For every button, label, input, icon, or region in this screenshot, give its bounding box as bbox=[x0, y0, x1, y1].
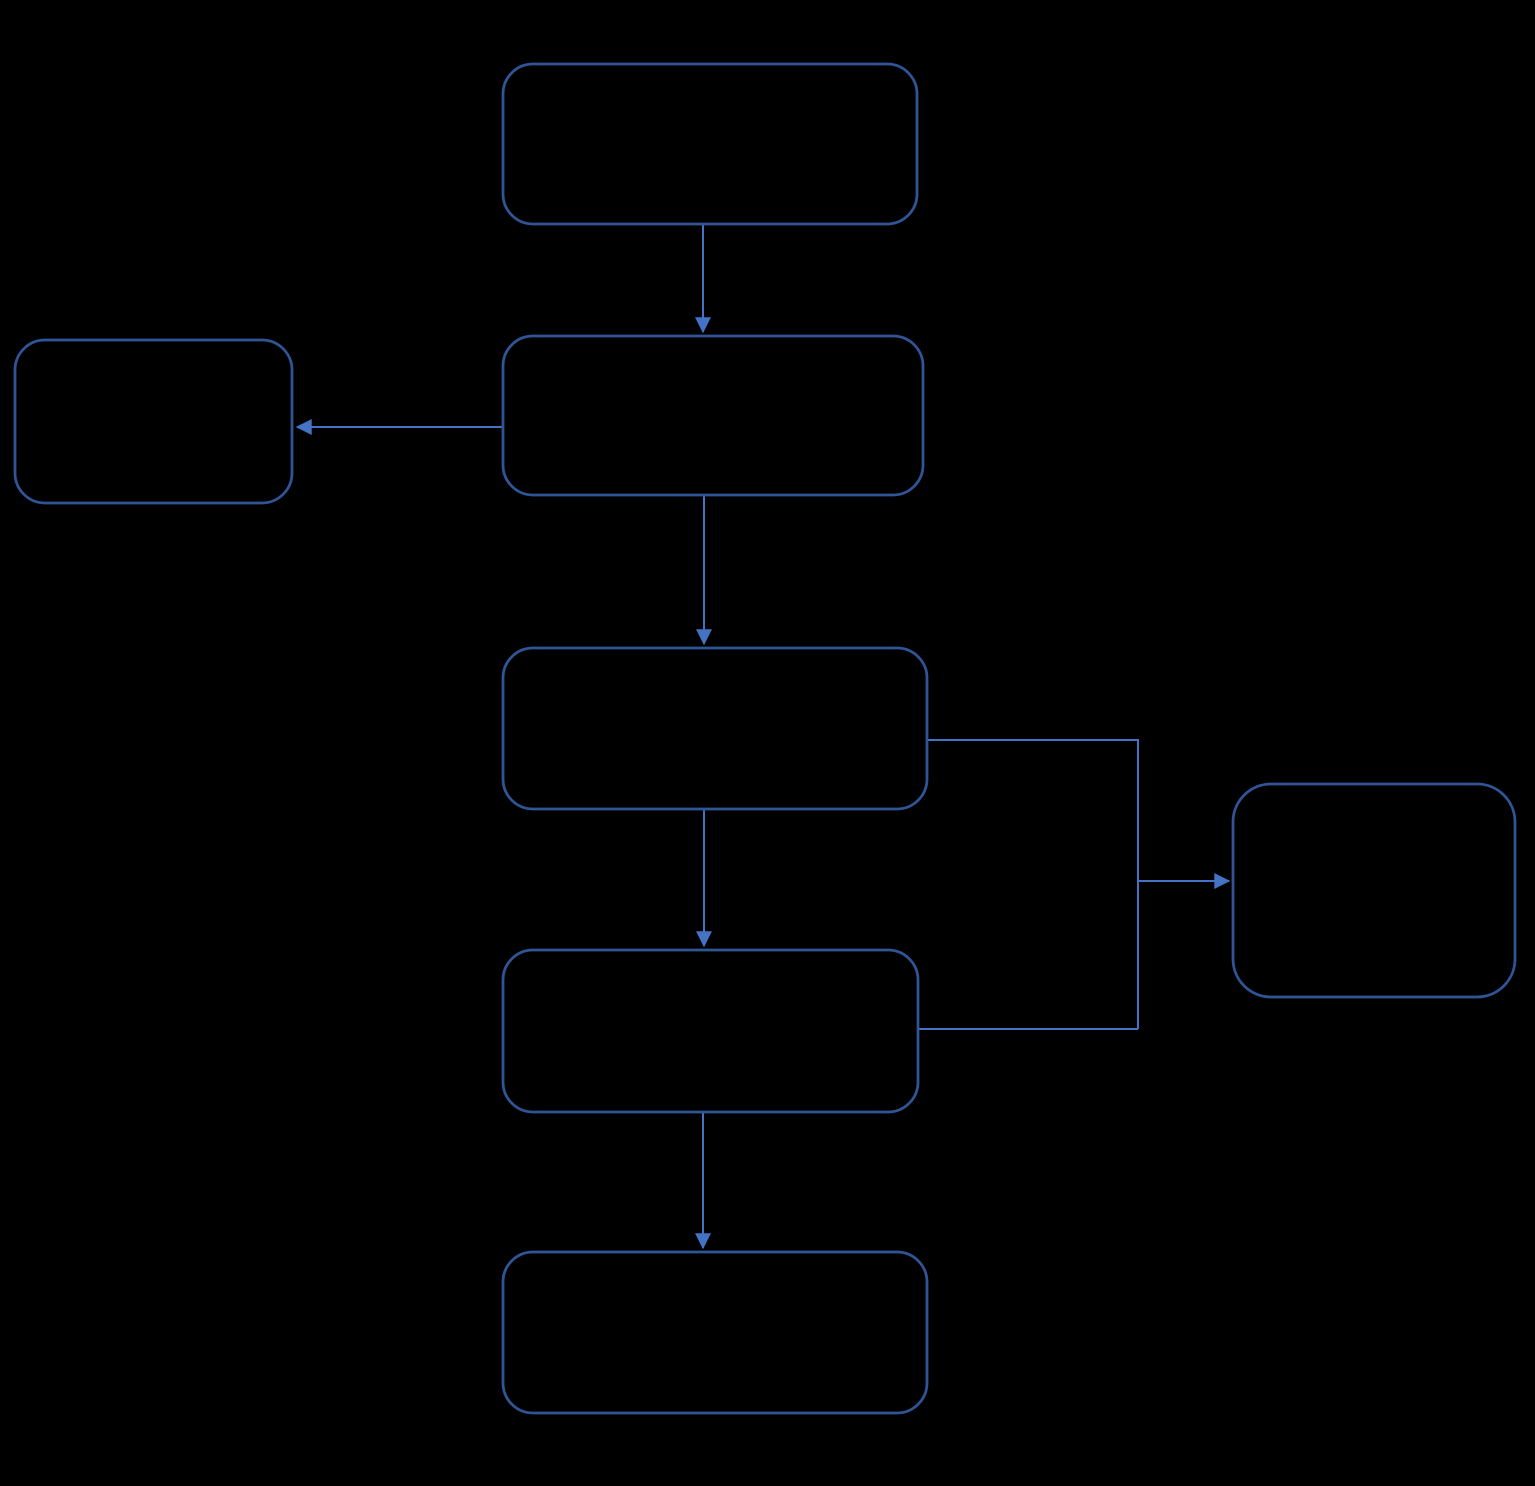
edge-middle-branch bbox=[927, 739, 1139, 1029]
box-right bbox=[1231, 782, 1517, 999]
box-middle bbox=[501, 646, 929, 811]
box-top bbox=[501, 62, 919, 226]
box-fourth bbox=[501, 948, 920, 1114]
nodes-layer bbox=[13, 62, 1517, 1415]
edges-layer bbox=[295, 224, 1231, 1250]
box-left bbox=[13, 338, 294, 505]
box-bottom bbox=[501, 1250, 929, 1415]
box-second bbox=[501, 334, 925, 497]
